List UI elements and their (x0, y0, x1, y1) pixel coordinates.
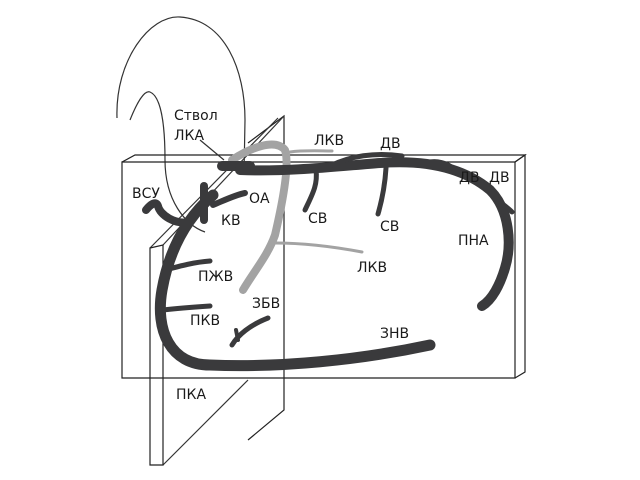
lkv-mid-branch (273, 241, 364, 254)
label-dv-3: ДВ (489, 170, 510, 186)
dv-branch-3 (487, 187, 515, 215)
label-zbv: ЗБВ (252, 296, 280, 312)
pkv-branch (160, 303, 213, 313)
label-trunk-line1: Ствол (174, 108, 218, 124)
lkv-top-branch (288, 149, 334, 154)
label-dv-1: ДВ (380, 136, 401, 152)
dv-branch-1 (327, 151, 405, 169)
heart-plane-top (121, 154, 527, 163)
aorta-inner-outline (129, 91, 206, 233)
septal-plane-lower-diagonal (162, 379, 249, 466)
label-oa: ОА (249, 191, 270, 207)
label-lkv-mid: ЛКВ (357, 260, 387, 276)
label-kv: КВ (221, 213, 241, 229)
label-dv-2: ДВ (459, 170, 480, 186)
vsu-branch (142, 199, 194, 227)
heart-plane-front (121, 161, 516, 379)
heart-plane-side (514, 153, 526, 379)
trunk-pointer-line (199, 139, 225, 161)
dv-branch-2 (417, 159, 459, 175)
zbv-branch (229, 315, 271, 348)
label-trunk-line2: ЛКА (174, 128, 204, 144)
label-lkv-top: ЛКВ (314, 133, 344, 149)
pzhv-branch (162, 258, 213, 273)
label-pna: ПНА (458, 233, 489, 249)
label-sv-2: СВ (380, 219, 399, 235)
label-pzhv: ПЖВ (198, 269, 233, 285)
label-sv-1: СВ (308, 211, 327, 227)
aorta-outer-outline (116, 16, 246, 176)
pka-artery (154, 189, 436, 372)
label-pkv: ПКВ (190, 313, 220, 329)
sv-branch-1 (302, 167, 319, 213)
septal-plane-diagonal-a (149, 117, 279, 249)
label-znv: ЗНВ (380, 326, 409, 342)
pna-artery (235, 157, 514, 311)
kv-branch (210, 190, 248, 208)
sv-branch-2 (375, 165, 389, 217)
oa-artery (228, 140, 291, 294)
label-pka: ПКА (176, 387, 206, 403)
zbv-stub (234, 328, 240, 342)
atrial-slab (149, 244, 164, 466)
label-vsu: ВСУ (132, 186, 160, 202)
